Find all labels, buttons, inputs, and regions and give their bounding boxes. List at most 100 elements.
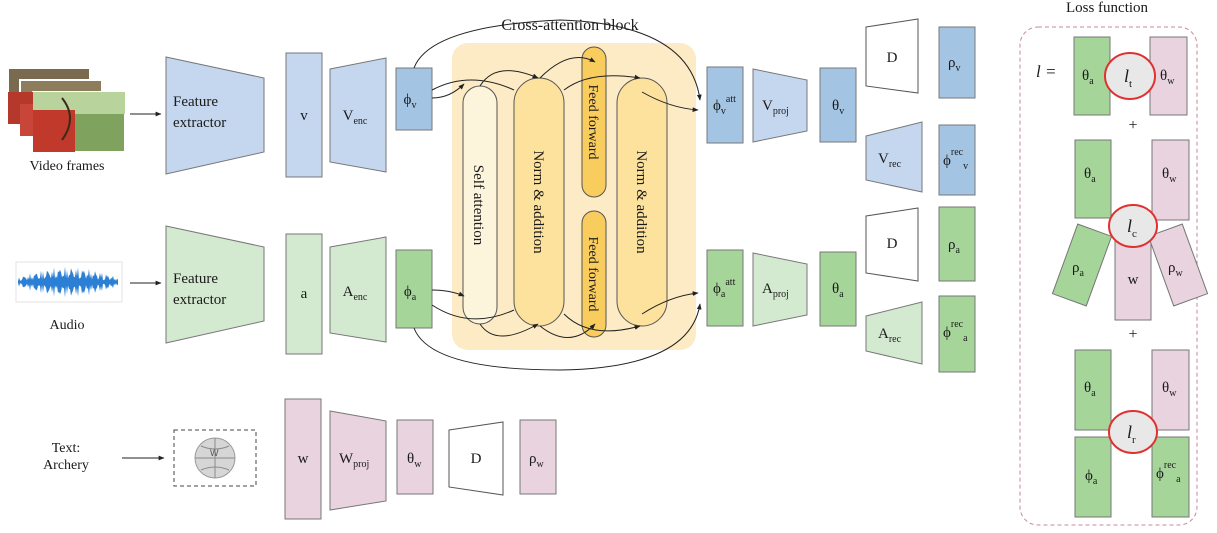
feed-forward-1-label: Feed forward: [585, 84, 600, 159]
video-reconstruction-label: Vrec: [878, 151, 902, 170]
text-feature-block: [284, 398, 322, 520]
audio-waveform-icon: [15, 261, 123, 303]
audio-feature-block: [285, 233, 323, 355]
lr-theta-w-label: θw: [1162, 380, 1177, 399]
loss-equation: l =: [1036, 62, 1056, 81]
video-projection-label: Vproj: [762, 98, 789, 117]
lt-theta-a-label: θa: [1082, 68, 1094, 87]
audio-reconstruction: [865, 301, 923, 365]
video-discriminator-label: D: [887, 50, 898, 66]
loss-plus-2: +: [1128, 326, 1137, 343]
self-attention-label: Self attention: [470, 165, 486, 246]
phi-v-att-block: [706, 66, 744, 144]
lc-rho-w-label: ρw: [1168, 260, 1184, 279]
video-reconstruction: [865, 121, 923, 193]
lc-label: lc: [1127, 216, 1137, 240]
lc-theta-a: [1074, 139, 1112, 219]
video-encoder-label: Venc: [343, 108, 368, 127]
text-projection: [329, 410, 387, 511]
audio-projection: [752, 252, 808, 327]
lr-phi-a: [1074, 436, 1112, 518]
lc-theta-a-label: θa: [1084, 166, 1096, 185]
audio-discriminator: [865, 207, 919, 282]
video-discriminator: [865, 18, 919, 94]
text-discriminator: [448, 421, 504, 496]
phi-a-rec-block: [938, 295, 976, 373]
theta-v-label: θv: [832, 98, 844, 117]
phi-v-label: ϕv: [404, 92, 417, 111]
video-encoder: [329, 57, 387, 173]
video-caption: Video frames: [30, 159, 105, 174]
norm-addition-1-label: Norm & addition: [530, 150, 546, 254]
phi-v-block: [395, 67, 433, 131]
video-feature-block: [285, 52, 323, 178]
audio-extractor-label2: extractor: [173, 292, 226, 308]
rho-a-label: ρa: [948, 237, 961, 256]
rho-v-block: [938, 26, 976, 99]
lt-label: lt: [1124, 66, 1132, 90]
lr-phi-a-label: ϕa: [1085, 468, 1098, 487]
lt-ring: [1104, 52, 1156, 100]
video-projection: [752, 68, 808, 143]
text-discriminator-label: D: [471, 451, 482, 467]
lc-w: [1114, 237, 1152, 321]
feed-forward-1: [581, 46, 607, 198]
video-v-label: v: [300, 108, 308, 124]
audio-a-label: a: [301, 286, 308, 302]
phi-v-rec-block: [938, 124, 976, 196]
phi-v-rec-label: ϕrecv: [943, 147, 968, 172]
lc-theta-w-label: θw: [1162, 166, 1177, 185]
theta-v-block: [819, 67, 857, 143]
norm-addition-2: [616, 77, 668, 327]
lc-rho-a-label: ρa: [1072, 260, 1085, 279]
text-caption-line2: Archery: [43, 458, 89, 473]
lr-ring: [1108, 410, 1158, 454]
phi-a-block: [395, 249, 433, 329]
lr-label: lr: [1127, 422, 1136, 446]
phi-a-att-label: ϕaatt: [713, 277, 736, 300]
theta-a-block: [819, 251, 857, 327]
lr-phi-rec-label: ϕreca: [1156, 460, 1181, 485]
svg-text:W: W: [210, 448, 219, 458]
audio-projection-label: Aproj: [762, 281, 789, 300]
lr-phi-rec: [1151, 436, 1190, 518]
cross-attention-title: Cross-attention block: [501, 17, 638, 34]
video-extractor-label1: Feature: [173, 94, 218, 110]
lc-w-label: w: [1128, 272, 1139, 288]
lt-theta-w: [1149, 36, 1188, 116]
lt-theta-w-label: θw: [1160, 68, 1175, 87]
audio-caption: Audio: [50, 318, 85, 333]
loss-title: Loss function: [1066, 0, 1149, 16]
rho-v-label: ρv: [948, 55, 961, 74]
video-frames-icon: [7, 67, 126, 153]
loss-plus-1: +: [1128, 117, 1137, 134]
wikipedia-globe-icon: W: [194, 437, 236, 479]
text-projection-label: Wproj: [339, 451, 369, 470]
theta-w-block: [396, 419, 434, 495]
text-caption-line1: Text:: [52, 441, 81, 456]
lc-rho-a: [1051, 223, 1113, 307]
audio-encoder: [329, 236, 387, 343]
phi-a-att-block: [706, 249, 744, 327]
lr-theta-w: [1151, 349, 1190, 431]
lc-theta-w: [1151, 139, 1190, 221]
feed-forward-2-label: Feed forward: [585, 236, 600, 311]
theta-w-label: θw: [407, 451, 422, 470]
phi-v-att-label: ϕvatt: [713, 94, 736, 117]
rho-w-label: ρw: [529, 451, 545, 470]
audio-discriminator-label: D: [887, 236, 898, 252]
video-feature-extractor: [165, 56, 265, 175]
theta-a-label: θa: [832, 281, 844, 300]
audio-reconstruction-label: Arec: [878, 326, 902, 345]
phi-a-rec-label: ϕreca: [943, 319, 968, 344]
audio-encoder-label: Aenc: [343, 284, 368, 303]
lc-ring: [1108, 204, 1158, 248]
rho-w-block: [519, 419, 557, 495]
lr-theta-a-label: θa: [1084, 380, 1096, 399]
audio-extractor-label1: Feature: [173, 271, 218, 287]
audio-feature-extractor: [165, 225, 265, 344]
norm-addition-2-label: Norm & addition: [633, 150, 649, 254]
lc-rho-w: [1147, 223, 1209, 307]
video-extractor-label2: extractor: [173, 115, 226, 131]
